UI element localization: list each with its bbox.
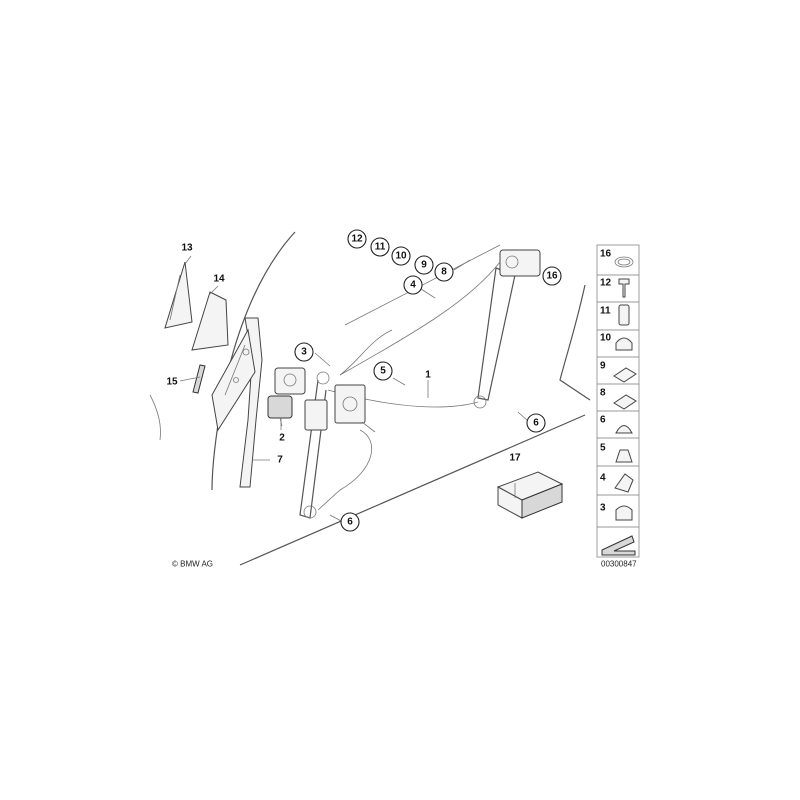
callout-17: 17 [509, 453, 521, 464]
legend-label-16: 16 [600, 249, 612, 260]
legend-label-11: 11 [600, 306, 611, 317]
window-regulator-1 [299, 249, 541, 519]
arrow-icon [601, 535, 636, 556]
callout-14: 14 [213, 274, 225, 285]
parts-legend: 16 12 11 10 9 8 6 5 4 3 [596, 244, 640, 558]
callout-6-right: 6 [526, 413, 546, 433]
seal-strip-15 [192, 364, 206, 394]
legend-label-8: 8 [600, 388, 606, 399]
copyright-label: © BMW AG [172, 560, 213, 569]
plug-icon [615, 425, 633, 434]
window-motor-2 [267, 367, 306, 427]
screw-icon [618, 278, 630, 298]
callout-3: 3 [294, 342, 314, 362]
callout-10: 10 [391, 246, 411, 266]
callout-1: 1 [425, 370, 431, 381]
callout-15: 15 [166, 377, 178, 388]
svg-text:6: 6 [533, 418, 539, 429]
svg-text:16: 16 [546, 271, 558, 282]
box-17 [496, 471, 564, 519]
callout-9: 9 [414, 255, 434, 275]
svg-text:5: 5 [380, 366, 386, 377]
diagram-number: 00300847 [601, 560, 637, 569]
ring-icon [614, 256, 634, 268]
svg-text:4: 4 [410, 280, 416, 291]
callout-6-bottom: 6 [340, 512, 360, 532]
callout-2: 2 [279, 433, 285, 444]
triangle-glass-13 [164, 261, 193, 329]
legend-label-4: 4 [600, 473, 606, 484]
svg-text:9: 9 [421, 260, 427, 271]
legend-label-10: 10 [600, 333, 612, 344]
svg-text:10: 10 [395, 251, 407, 262]
svg-text:11: 11 [375, 242, 386, 253]
callout-12: 12 [347, 229, 367, 249]
callout-4: 4 [403, 275, 423, 295]
pad-icon [613, 394, 637, 410]
clip-plate-icon [613, 367, 637, 383]
legend-label-6: 6 [600, 415, 606, 426]
bracket-clip-icon [614, 473, 634, 493]
legend-label-12: 12 [600, 278, 612, 289]
cable-clip-icon [615, 449, 633, 463]
callout-11: 11 [370, 237, 390, 257]
window-guide-7 [211, 317, 263, 488]
callout-5: 5 [373, 361, 393, 381]
callout-16: 16 [542, 266, 562, 286]
triangle-cover-14 [191, 291, 229, 351]
svg-text:8: 8 [441, 267, 447, 278]
callout-8: 8 [434, 262, 454, 282]
grommet-icon [615, 337, 633, 351]
callout-13: 13 [181, 243, 193, 254]
svg-text:3: 3 [301, 347, 307, 358]
svg-text:12: 12 [351, 234, 363, 245]
cap-nut-icon [615, 505, 633, 521]
svg-text:6: 6 [347, 517, 353, 528]
callout-7: 7 [277, 455, 283, 466]
legend-label-5: 5 [600, 443, 606, 454]
bushing-icon [618, 304, 630, 326]
legend-label-3: 3 [600, 503, 606, 514]
legend-label-9: 9 [600, 361, 606, 372]
